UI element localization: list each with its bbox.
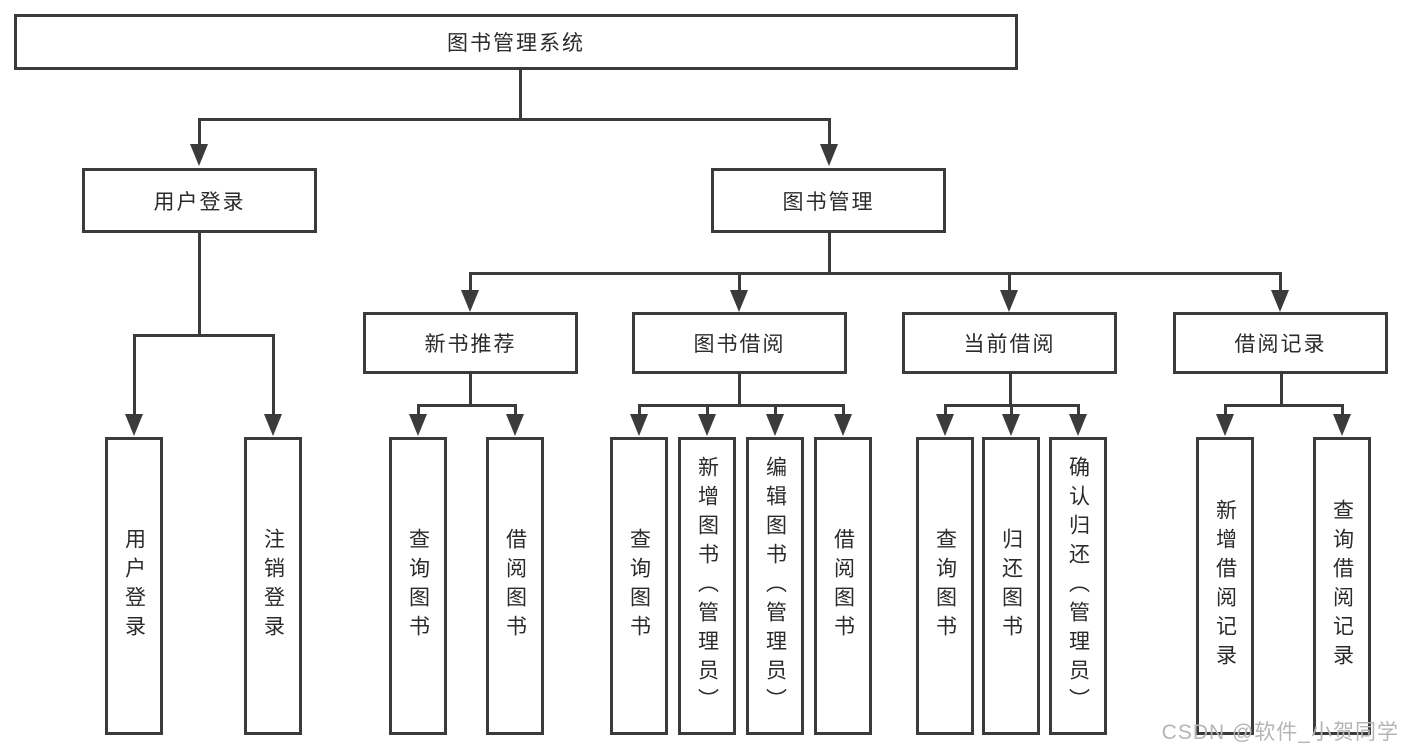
arrow-down-icon xyxy=(730,290,748,312)
connector-line xyxy=(842,404,845,418)
arrow-down-icon xyxy=(936,414,954,436)
leaf-label: 查询图书 xyxy=(406,528,430,644)
connector-line xyxy=(1008,272,1011,292)
leaf-label: 查询图书 xyxy=(933,528,957,644)
arrow-down-icon xyxy=(506,414,524,436)
connector-line xyxy=(417,404,420,418)
connector-line xyxy=(706,404,709,418)
arrow-down-icon xyxy=(630,414,648,436)
connector-line xyxy=(638,404,845,407)
connector-line xyxy=(1009,374,1012,406)
connector-line xyxy=(738,272,741,292)
leaf-borrow-books-2: 借阅图书 xyxy=(814,437,872,735)
connector-line xyxy=(198,233,201,336)
connector-line xyxy=(133,334,136,416)
connector-line xyxy=(1280,374,1283,406)
csdn-watermark: CSDN @软件_小贺同学 xyxy=(1161,721,1399,744)
leaf-borrow-books-1: 借阅图书 xyxy=(486,437,544,735)
leaf-add-books-admin: 新增图书（管理员） xyxy=(678,437,736,735)
arrow-down-icon xyxy=(125,414,143,436)
leaf-label: 注销登录 xyxy=(261,528,285,644)
arrow-down-icon xyxy=(461,290,479,312)
arrow-down-icon xyxy=(834,414,852,436)
connector-line xyxy=(272,334,275,416)
connector-line xyxy=(469,272,1282,275)
connector-line xyxy=(514,404,517,418)
node-current-borrow: 当前借阅 xyxy=(902,312,1117,374)
node-root: 图书管理系统 xyxy=(14,14,1018,70)
leaf-query-borrow-record: 查询借阅记录 xyxy=(1313,437,1371,735)
arrow-down-icon xyxy=(820,144,838,166)
connector-line xyxy=(1279,272,1282,292)
leaf-label: 编辑图书（管理员） xyxy=(763,455,787,717)
connector-line xyxy=(1010,404,1013,418)
leaf-label: 新增图书（管理员） xyxy=(695,455,719,717)
arrow-down-icon xyxy=(1216,414,1234,436)
leaf-add-borrow-record: 新增借阅记录 xyxy=(1196,437,1254,735)
leaf-logout: 注销登录 xyxy=(244,437,302,735)
node-book-borrow: 图书借阅 xyxy=(632,312,847,374)
connector-line xyxy=(1224,404,1343,407)
leaf-label: 借阅图书 xyxy=(503,528,527,644)
node-borrow-records: 借阅记录 xyxy=(1173,312,1388,374)
arrow-down-icon xyxy=(1002,414,1020,436)
arrow-down-icon xyxy=(409,414,427,436)
arrow-down-icon xyxy=(1333,414,1351,436)
node-book-management: 图书管理 xyxy=(711,168,946,233)
leaf-edit-books-admin: 编辑图书（管理员） xyxy=(746,437,804,735)
node-user-login: 用户登录 xyxy=(82,168,317,233)
leaf-label: 借阅图书 xyxy=(831,528,855,644)
connector-line xyxy=(469,374,472,406)
leaf-label: 归还图书 xyxy=(999,528,1023,644)
leaf-label: 新增借阅记录 xyxy=(1213,499,1237,673)
connector-line xyxy=(519,70,522,118)
arrow-down-icon xyxy=(766,414,784,436)
arrow-down-icon xyxy=(264,414,282,436)
leaf-return-books: 归还图书 xyxy=(982,437,1040,735)
connector-line xyxy=(828,233,831,275)
leaf-label: 查询图书 xyxy=(627,528,651,644)
leaf-label: 确认归还（管理员） xyxy=(1066,455,1090,717)
connector-line xyxy=(638,404,641,418)
connector-line xyxy=(417,404,516,407)
connector-line xyxy=(1224,404,1227,418)
connector-line xyxy=(198,118,201,146)
connector-line xyxy=(738,374,741,406)
arrow-down-icon xyxy=(190,144,208,166)
arrow-down-icon xyxy=(698,414,716,436)
leaf-query-books-1: 查询图书 xyxy=(389,437,447,735)
connector-line xyxy=(198,118,831,121)
connector-line xyxy=(774,404,777,418)
connector-line xyxy=(133,334,274,337)
connector-line xyxy=(944,404,947,418)
connector-line xyxy=(828,118,831,146)
leaf-label: 查询借阅记录 xyxy=(1330,499,1354,673)
arrow-down-icon xyxy=(1069,414,1087,436)
leaf-query-books-2: 查询图书 xyxy=(610,437,668,735)
connector-line xyxy=(1341,404,1344,418)
arrow-down-icon xyxy=(1000,290,1018,312)
leaf-confirm-return-admin: 确认归还（管理员） xyxy=(1049,437,1107,735)
leaf-label: 用户登录 xyxy=(122,528,146,644)
arrow-down-icon xyxy=(1271,290,1289,312)
connector-line xyxy=(469,272,472,292)
leaf-query-books-3: 查询图书 xyxy=(916,437,974,735)
connector-line xyxy=(1077,404,1080,418)
node-new-book-recommend: 新书推荐 xyxy=(363,312,578,374)
leaf-user-login: 用户登录 xyxy=(105,437,163,735)
